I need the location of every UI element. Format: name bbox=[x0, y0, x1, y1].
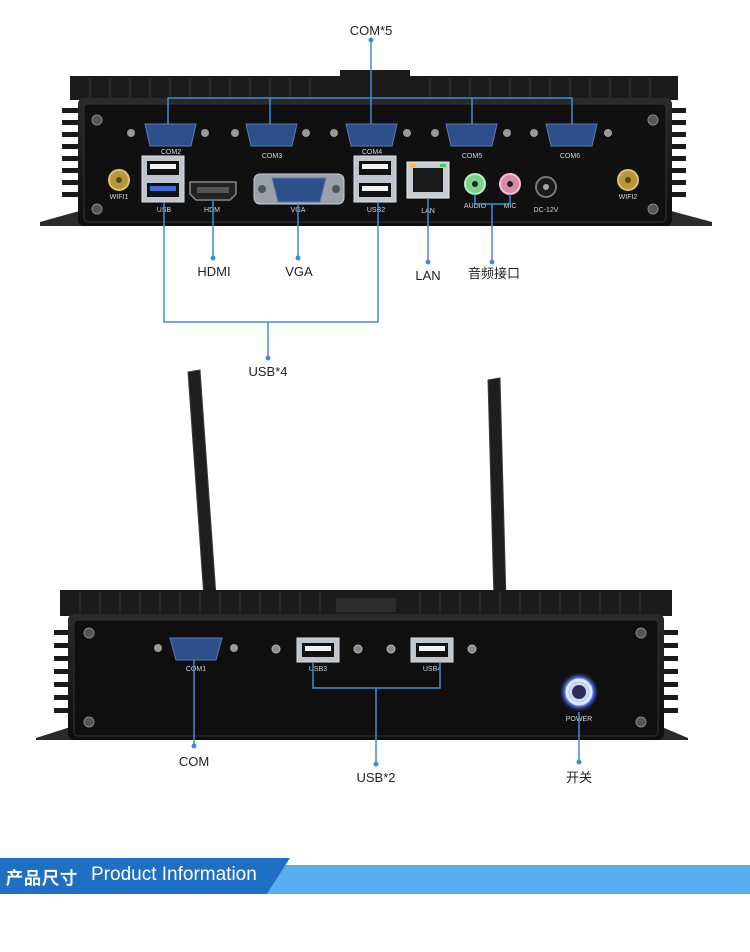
banner-title: 产品尺寸 bbox=[6, 869, 78, 888]
usb4-port-label: USB4 bbox=[423, 666, 441, 673]
com3-port bbox=[231, 123, 310, 147]
callout-hdmi: HDMI bbox=[197, 264, 230, 279]
front-panel-screws bbox=[83, 627, 647, 728]
callout-usb4: USB*4 bbox=[248, 364, 287, 379]
front-callout-dots bbox=[191, 743, 582, 767]
wifi2-connector bbox=[617, 169, 639, 191]
rear-mount-foot-right bbox=[660, 208, 712, 226]
usb4-port bbox=[410, 637, 454, 663]
usb2-port-label: USB2 bbox=[367, 207, 385, 214]
lan-port bbox=[406, 161, 450, 199]
com1-port bbox=[154, 637, 238, 661]
callout-lan: LAN bbox=[415, 268, 440, 283]
rear-side-fins bbox=[62, 108, 686, 197]
com5-port-label: COM5 bbox=[462, 153, 482, 160]
com6-port bbox=[530, 123, 612, 147]
callout-power-switch: 开关 bbox=[566, 770, 592, 785]
wifi1-connector bbox=[108, 169, 130, 191]
front-panel-device: COM1 USB3 USB4 POWER bbox=[36, 369, 688, 740]
com2-port bbox=[127, 123, 209, 147]
rear-heatsink-fins bbox=[70, 70, 678, 100]
mic-jack bbox=[499, 173, 521, 195]
front-heatsink-ridges bbox=[79, 592, 641, 614]
dc-power-jack bbox=[535, 176, 557, 198]
antenna-right bbox=[487, 377, 507, 601]
rear-callout-lines bbox=[163, 40, 573, 358]
callout-com: COM bbox=[179, 754, 209, 769]
com4-port-label: COM4 bbox=[362, 149, 382, 156]
hdmi-port-label: HDM bbox=[204, 207, 220, 214]
callout-com5: COM*5 bbox=[350, 23, 393, 38]
hdmi-port bbox=[189, 181, 237, 201]
com1-port-label: COM1 bbox=[186, 666, 206, 673]
dc-port-label: DC-12V bbox=[534, 207, 559, 214]
callout-audio: 音频接口 bbox=[468, 266, 520, 281]
front-panel-plate bbox=[73, 619, 659, 737]
com2-port-label: COM2 bbox=[161, 149, 181, 156]
front-side-fins bbox=[54, 630, 678, 713]
usb-stack-left bbox=[141, 155, 185, 203]
usb-stack-right bbox=[353, 155, 397, 203]
antenna-left bbox=[187, 369, 217, 599]
usb3-port-label: USB3 bbox=[309, 666, 327, 673]
com5-port bbox=[431, 123, 511, 147]
callout-usb2: USB*2 bbox=[356, 770, 395, 785]
usb3-port bbox=[296, 637, 340, 663]
rear-panel-device: COM2 COM3 COM4 COM5 COM6 WIFI1 WIFI2 USB bbox=[40, 70, 712, 226]
rear-panel-screws bbox=[91, 114, 659, 215]
audio-jack bbox=[464, 173, 486, 195]
wifi2-label: WIFI2 bbox=[619, 194, 638, 201]
front-panel-bolts bbox=[271, 644, 477, 654]
power-button bbox=[559, 672, 599, 712]
rear-mount-foot-left bbox=[40, 208, 90, 226]
section-banner: 产品尺寸 Product Information bbox=[0, 858, 750, 894]
rear-callout-dots bbox=[210, 37, 495, 361]
wifi1-label: WIFI1 bbox=[110, 194, 129, 201]
rear-heatsink-ridges bbox=[89, 78, 651, 98]
com4-port bbox=[330, 123, 411, 147]
mic-port-label: MIC bbox=[504, 203, 517, 210]
com6-port-label: COM6 bbox=[560, 153, 580, 160]
audio-port-label: AUDIO bbox=[464, 203, 487, 210]
rear-com-ports bbox=[127, 123, 612, 147]
callout-vga: VGA bbox=[285, 264, 313, 279]
vga-port bbox=[253, 173, 345, 205]
banner-dark-tab bbox=[0, 858, 290, 894]
front-callout-lines bbox=[193, 660, 580, 764]
banner-subtitle: Product Information bbox=[91, 864, 257, 885]
com3-port-label: COM3 bbox=[262, 153, 282, 160]
